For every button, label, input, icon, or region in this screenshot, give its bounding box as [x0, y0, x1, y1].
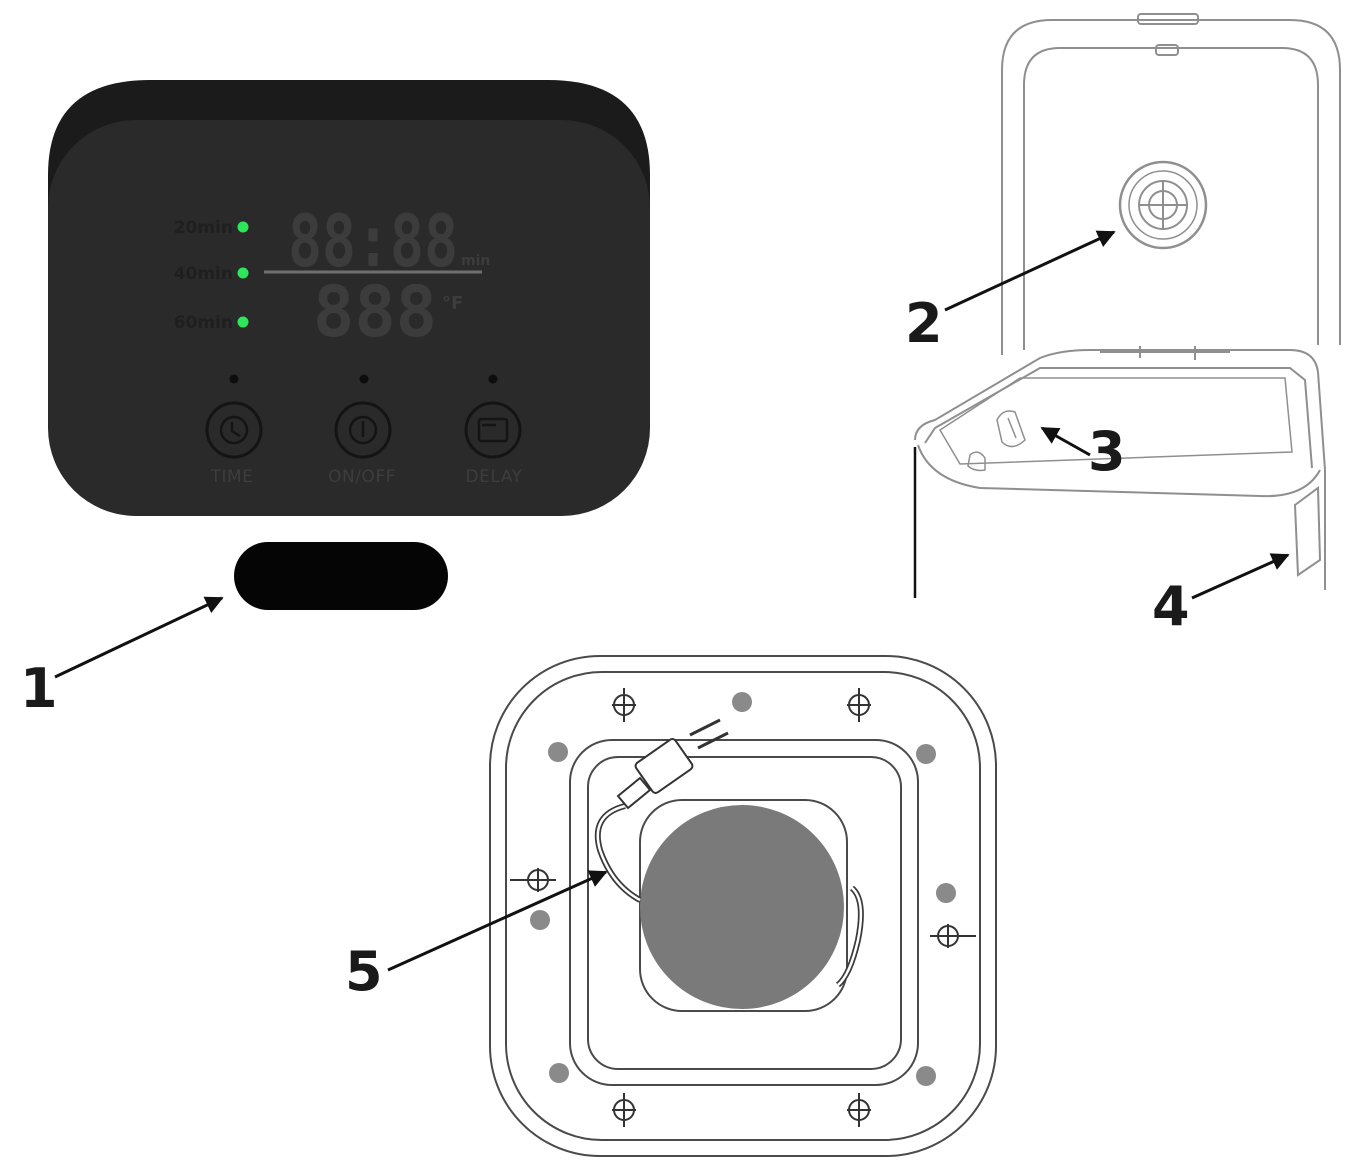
callout-4-arrow	[1191, 553, 1290, 600]
screw-icon	[847, 1093, 871, 1127]
cord-channel-inner	[587, 756, 902, 1070]
vent-icon	[1118, 160, 1208, 250]
callout-2-arrow	[944, 230, 1116, 312]
body-rim	[914, 349, 1326, 471]
time-button-label: TIME	[210, 467, 254, 487]
lid-outer	[1001, 19, 1341, 355]
control-panel: 20min 40min 60min 88:88 min 888 °F TIME	[48, 80, 650, 516]
handle-pill	[234, 542, 448, 610]
lid-latch	[1155, 44, 1179, 56]
body-front	[917, 444, 1321, 498]
temperature-unit: °F	[442, 293, 463, 314]
preset-led-60min	[237, 316, 249, 328]
screw-icon	[847, 688, 871, 722]
on-off-button[interactable]	[334, 401, 392, 459]
callout-1: 1	[20, 657, 58, 720]
delay-icon	[477, 417, 509, 443]
screw-icon	[612, 1093, 636, 1127]
base-outer	[489, 655, 997, 1157]
body-rim-inner	[924, 367, 1313, 469]
power-cord	[594, 803, 642, 903]
delay-button-label: DELAY	[466, 467, 523, 487]
plug-icon	[616, 718, 729, 810]
chamber-outline	[938, 377, 1293, 465]
motor-cover	[640, 805, 844, 1009]
base-bottom-view	[489, 655, 997, 1157]
preset-led-40min	[237, 267, 249, 279]
preset-led-20min	[237, 221, 249, 233]
side-handle	[1293, 486, 1322, 577]
preset-label-40min: 40min	[174, 264, 233, 284]
heating-element	[967, 410, 1026, 472]
lid-tab	[1137, 13, 1199, 25]
motor-housing	[639, 799, 848, 1012]
panel-face	[48, 120, 650, 516]
base-inner	[505, 671, 981, 1141]
screw-icon	[510, 868, 556, 892]
callout-3-arrow	[1040, 426, 1091, 457]
time-display: 88:88	[288, 199, 458, 283]
cord-channel-outer	[569, 739, 919, 1086]
preset-label-60min: 60min	[174, 313, 233, 333]
rubber-feet	[530, 692, 956, 1086]
callout-5: 5	[345, 940, 383, 1003]
on-off-button-label: ON/OFF	[328, 467, 396, 487]
time-indicator-dot	[229, 374, 239, 384]
callout-5-arrow	[387, 870, 608, 972]
lid-inner	[1023, 47, 1319, 350]
screw-icon	[612, 688, 636, 722]
callout-4: 4	[1152, 575, 1190, 638]
callout-2: 2	[905, 292, 943, 355]
time-button[interactable]	[205, 401, 263, 459]
clock-icon	[219, 415, 249, 445]
onoff-indicator-dot	[359, 374, 369, 384]
open-appliance	[913, 13, 1341, 598]
callout-3: 3	[1088, 420, 1126, 483]
delay-indicator-dot	[488, 374, 498, 384]
temperature-display: 888	[313, 271, 437, 353]
screw-icon	[930, 924, 976, 948]
preset-label-20min: 20min	[174, 218, 233, 238]
time-unit: min	[461, 253, 490, 269]
power-icon	[348, 415, 378, 445]
screw-icons	[510, 688, 976, 1127]
callout-1-arrow	[54, 596, 224, 679]
delay-button[interactable]	[464, 401, 522, 459]
